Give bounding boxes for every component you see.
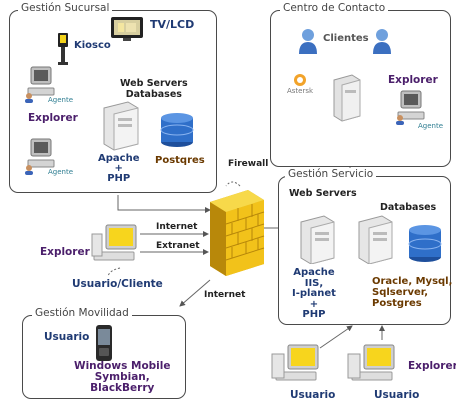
iis-text: IIS,: [304, 277, 324, 289]
agent-person-icon: [23, 88, 35, 107]
mobile-os-line2: Symbian,: [94, 371, 150, 383]
agente-workstation-icon: [26, 66, 56, 102]
web-servers-label: Web Servers Databases: [120, 78, 188, 100]
database-icon: [408, 224, 442, 268]
clientes-person-icon: [298, 28, 318, 58]
database-icon: [160, 112, 194, 152]
group-title-sucursal: Gestión Sucursal: [18, 2, 113, 14]
apache-iis-php-label: Apache IIS, I-planet + PHP: [292, 267, 336, 321]
db-engines-label: Oracle, Mysql, Sqlserver, Postgres: [372, 276, 452, 309]
mobile-os-label: Windows Mobile Symbian, BlackBerry: [74, 361, 171, 394]
firewall-label: Firewall: [228, 159, 269, 169]
group-title-servicio: Gestión Servicio: [285, 168, 377, 180]
kiosco-label: Kiosco: [74, 40, 111, 51]
db-engines-line3: Postgres: [372, 298, 422, 309]
iplanet-text: I-planet: [292, 288, 336, 299]
usuario-label-movilidad: Usuario: [44, 331, 90, 343]
usuario-computer-icon: [346, 344, 400, 394]
agent-person-icon: [394, 110, 406, 129]
mobile-os-line1: Windows Mobile: [74, 360, 171, 372]
usuario-computer-icon: [270, 344, 324, 394]
explorer-label-sucursal: Explorer: [28, 112, 78, 124]
explorer-label-bottom: Explorer: [408, 360, 456, 372]
usuario-label-bottom-1: Usuario: [290, 389, 336, 401]
clientes-person-icon: [372, 28, 392, 58]
asterisk-logo-icon: [290, 72, 310, 91]
agente-workstation-icon: [26, 138, 56, 174]
usuario-computer-icon: [90, 224, 140, 272]
apache-php-label: Apache + PHP: [98, 154, 139, 184]
tv-lcd-icon: [110, 16, 144, 46]
postgres-label: Postqres: [155, 155, 205, 166]
group-title-contacto: Centro de Contacto: [280, 2, 389, 14]
astersk-label: Astersk: [287, 87, 314, 95]
mobile-os-line3: BlackBerry: [90, 382, 155, 394]
explorer-label-cliente: Explorer: [40, 246, 90, 258]
explorer-label-contacto: Explorer: [388, 74, 438, 86]
agente-label: Agente: [48, 168, 74, 176]
extranet-label: Extranet: [156, 241, 200, 251]
apache-text: Apache: [293, 267, 335, 278]
plus-text: +: [114, 163, 123, 174]
web-servers-text: Web Servers: [120, 78, 188, 89]
db-server-icon: [354, 214, 394, 268]
db-engines-line2: Sqlserver,: [372, 287, 429, 298]
php-text: PHP: [107, 173, 131, 184]
kiosk-icon: [56, 32, 70, 70]
tv-lcd-label: TV/LCD: [150, 18, 195, 31]
php-text: PHP: [302, 309, 326, 320]
databases-label: Databases: [380, 202, 437, 213]
group-title-movilidad: Gestión Movilidad: [32, 307, 132, 319]
agente-workstation-icon: [396, 90, 426, 126]
agente-label: Agente: [418, 122, 444, 130]
web-servers-label: Web Servers: [289, 188, 357, 199]
usuario-cliente-label: Usuario/Cliente: [72, 278, 163, 290]
usuario-label-bottom-2: Usuario: [374, 389, 420, 401]
internet-label-top: Internet: [156, 222, 198, 232]
server-icon: [98, 100, 140, 156]
plus-text: +: [309, 298, 319, 310]
firewall-icon: [208, 188, 266, 282]
clientes-label: Clientes: [323, 33, 369, 44]
db-engines-line1: Oracle, Mysql,: [372, 276, 453, 287]
agent-person-icon: [23, 160, 35, 179]
pbx-server-icon: [330, 74, 362, 126]
mobile-phone-icon: [94, 324, 114, 366]
databases-text: Databases: [125, 89, 182, 100]
web-server-icon: [296, 214, 336, 268]
internet-label-bottom: Internet: [204, 290, 246, 300]
agente-label: Agente: [48, 96, 74, 104]
apache-text: Apache: [98, 153, 140, 164]
